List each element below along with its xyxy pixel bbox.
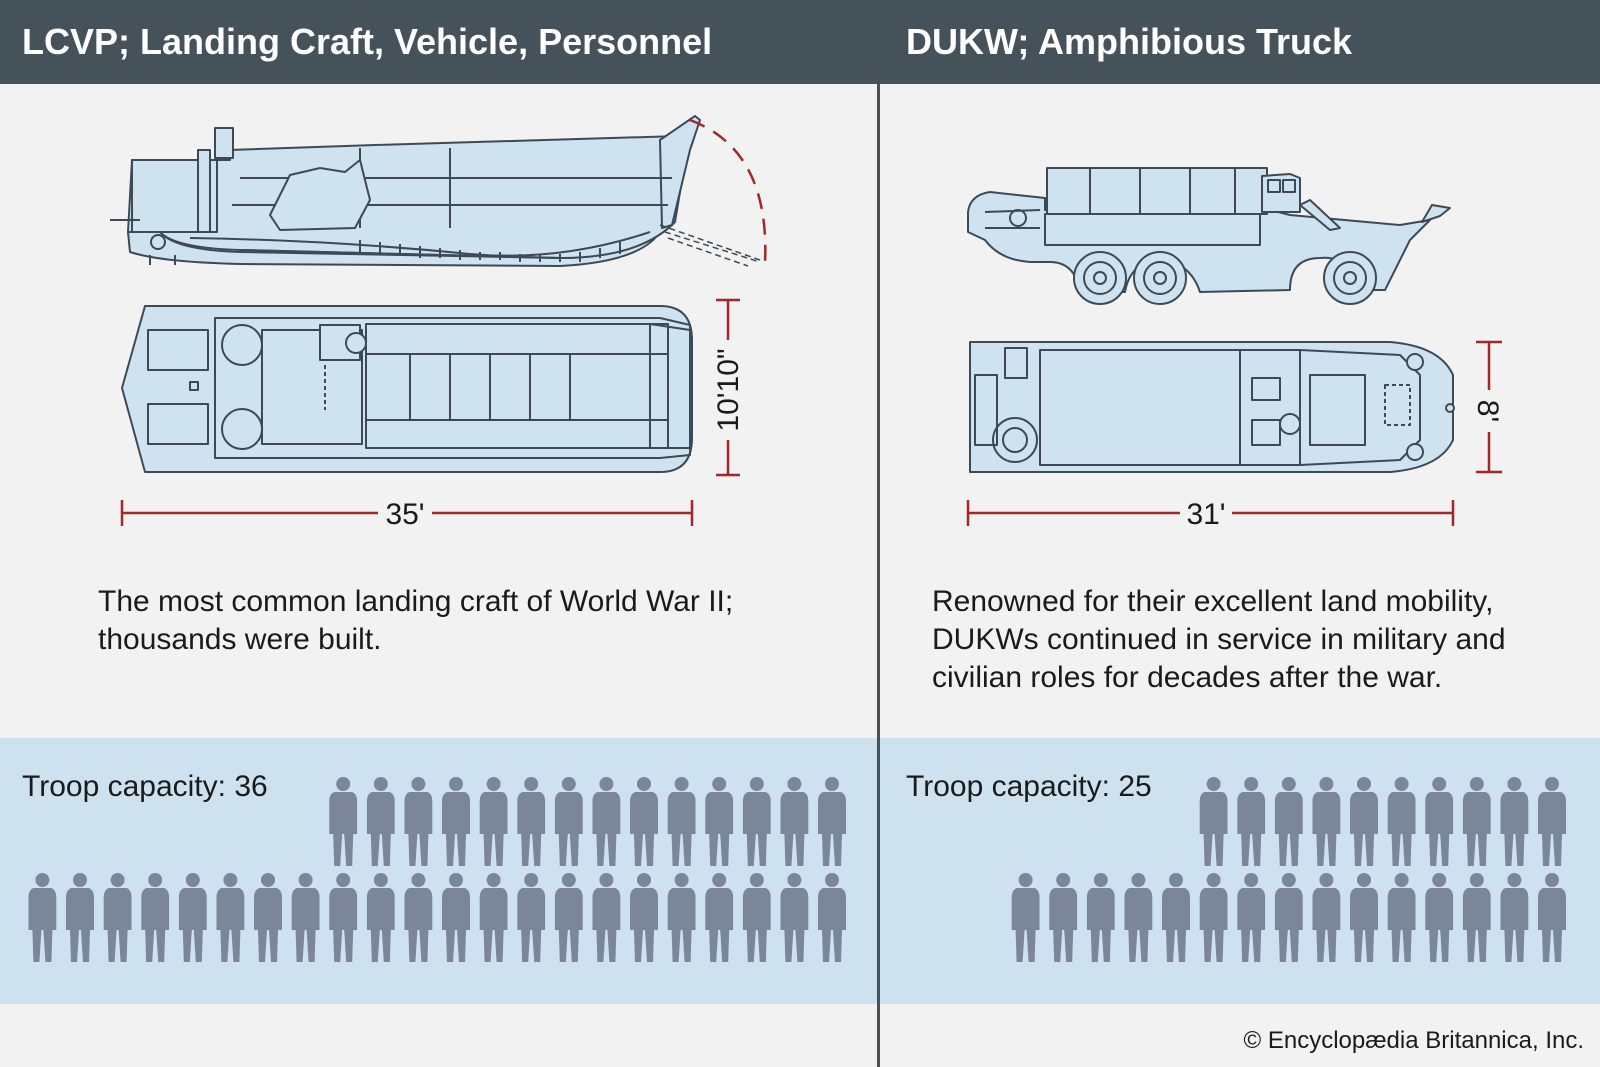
lcvp-description: The most common landing craft of World W… [98,585,734,656]
copyright: © Encyclopædia Britannica, Inc. [1243,1027,1584,1054]
dukw-beam-label: 8' [1471,400,1504,422]
soldier-icon [479,873,508,962]
lcvp-side-view [110,115,761,267]
soldier-icon [28,873,57,962]
soldier-icon [1162,873,1190,962]
soldier-icon [592,873,621,962]
lcvp-ramp-arc [689,118,767,263]
soldier-icon [442,777,470,866]
soldier-icon [103,873,132,962]
soldier-icon [554,777,583,866]
soldier-icon [667,777,696,866]
soldier-icon [1387,777,1416,866]
soldier-icon [216,873,245,962]
soldier-icon [705,873,734,962]
soldier-icon [818,777,846,866]
soldier-icon [742,873,771,962]
dukw-beam-dimension [1476,340,1502,474]
soldier-icon [1199,777,1228,866]
soldier-icon [1500,777,1529,866]
soldier-icon [1312,873,1341,962]
lcvp-troop-icons [28,777,846,962]
soldier-icon [366,873,395,962]
soldier-icon [818,873,846,962]
soldier-icon [780,777,809,866]
soldier-icon [1011,873,1040,962]
lcvp-length-dimension [120,500,694,526]
dukw-troop-icons [1011,777,1566,962]
dukw-side-view [967,167,1451,305]
soldier-icon [1425,873,1454,962]
soldier-icon [667,873,696,962]
soldier-icon [592,777,621,866]
soldier-icon [404,777,433,866]
dukw-length-label: 31' [1186,498,1225,531]
soldier-icon [366,777,395,866]
soldier-icon [1124,873,1153,962]
soldier-icon [1538,777,1566,866]
soldier-icon [404,873,433,962]
dukw-top-view [969,341,1455,473]
soldier-icon [517,777,546,866]
soldier-icon [554,873,583,962]
soldier-icon [479,777,508,866]
soldier-icon [1350,777,1378,866]
lcvp-top-view [121,305,693,473]
soldier-icon [329,873,358,962]
soldier-icon [442,873,470,962]
soldier-icon [1387,873,1416,962]
soldier-icon [780,873,809,962]
soldier-icon [1199,873,1228,962]
dukw-description: Renowned for their excellent land mobili… [932,585,1506,694]
soldier-icon [1274,873,1303,962]
soldier-icon [141,873,170,962]
lcvp-title: LCVP; Landing Craft, Vehicle, Personnel [0,0,877,84]
soldier-icon [1237,777,1266,866]
dukw-length-dimension [966,500,1455,526]
lcvp-length-label: 35' [385,498,424,531]
lcvp-beam-dimension [716,298,740,477]
soldier-icon [1500,873,1529,962]
soldier-icon [291,873,320,962]
dukw-troop-label: Troop capacity: 25 [906,770,1152,803]
soldier-icon [1237,873,1266,962]
soldier-icon [705,777,734,866]
dukw-title: DUKW; Amphibious Truck [880,0,1600,84]
soldier-icon [1274,777,1303,866]
soldier-icon [1462,873,1491,962]
soldier-icon [1538,873,1566,962]
soldier-icon [254,873,282,962]
soldier-icon [1086,873,1115,962]
soldier-icon [1425,777,1454,866]
soldier-icon [1350,873,1378,962]
lcvp-troop-label: Troop capacity: 36 [22,770,268,803]
soldier-icon [1049,873,1078,962]
soldier-icon [66,873,94,962]
soldier-icon [1312,777,1341,866]
soldier-icon [630,873,658,962]
soldier-icon [517,873,546,962]
lcvp-beam-label: 10'10" [712,348,745,431]
soldier-icon [630,777,658,866]
soldier-icon [329,777,358,866]
soldier-icon [178,873,207,962]
soldier-icon [742,777,771,866]
soldier-icon [1462,777,1491,866]
panel-divider [877,0,880,1067]
